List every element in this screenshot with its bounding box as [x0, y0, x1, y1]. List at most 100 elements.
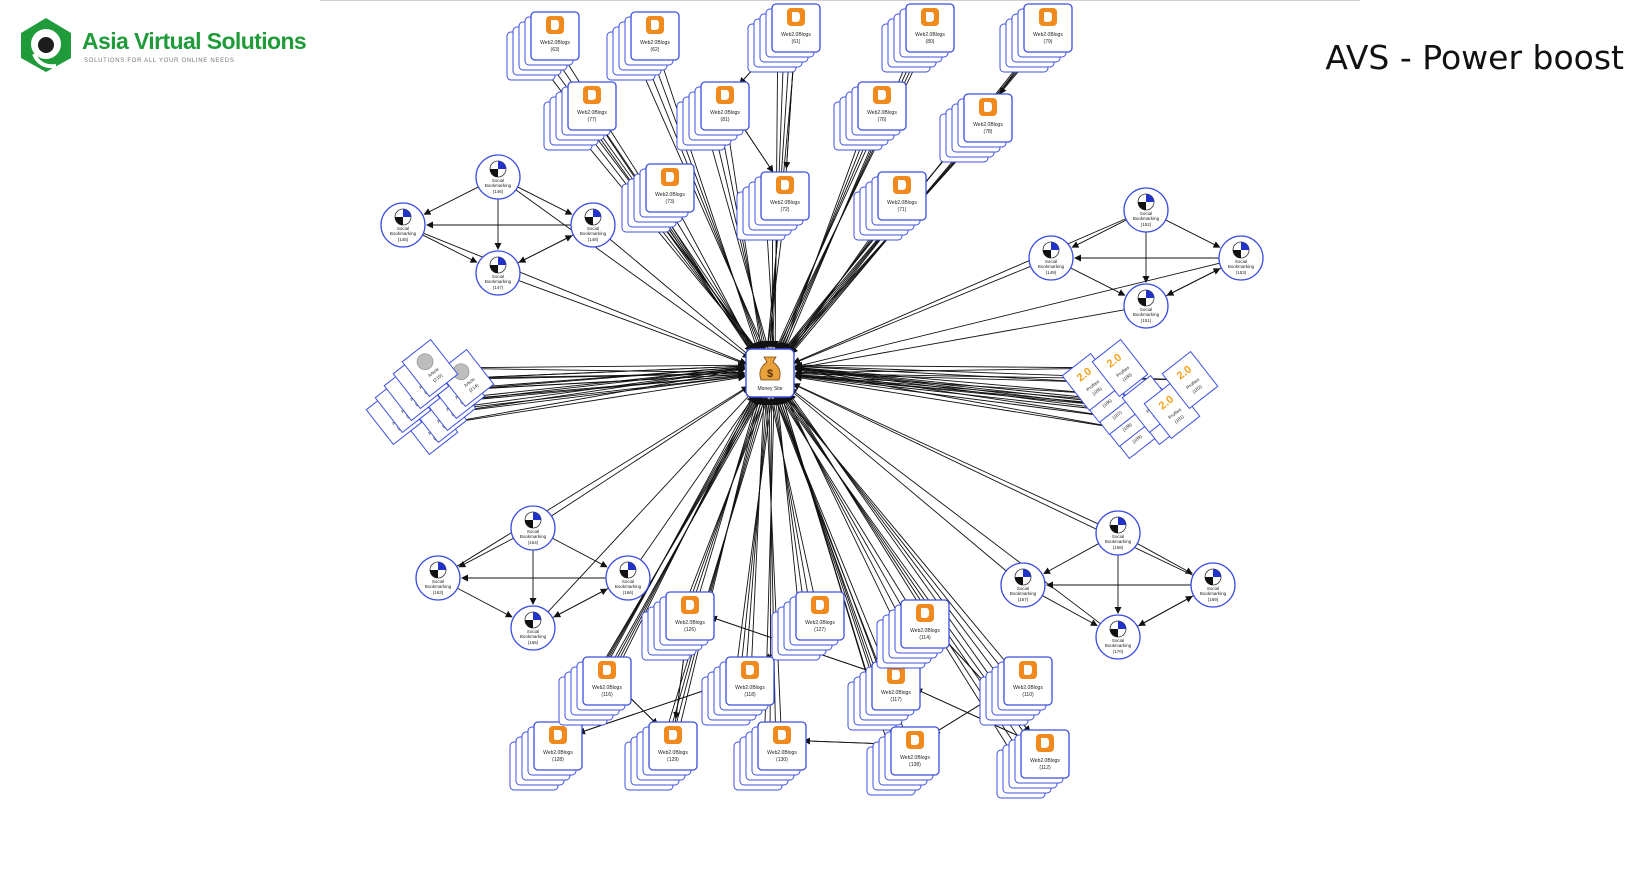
web20-blog-node[interactable]: Web2.0Blogs(126)	[641, 591, 715, 661]
web20-blog-node[interactable]: Web2.0Blogs(117)	[847, 661, 921, 731]
bookmark-label-line2: Bookmarking	[520, 634, 547, 639]
profile-number: (186)	[1101, 398, 1113, 409]
money-site-node[interactable]: $Money Site	[745, 348, 795, 398]
bookmark-label-line2: Bookmarking	[1010, 591, 1037, 596]
blogger-icon	[716, 86, 734, 104]
bookmark-to-money-site-link	[551, 386, 750, 517]
blog-to-money-site-link	[663, 226, 760, 353]
blogger-icon	[1036, 734, 1054, 752]
blog-node-number: (128)	[552, 757, 564, 763]
bookmark-to-money-site-link	[609, 238, 751, 357]
profile-number: (188)	[1121, 422, 1133, 433]
blog-to-money-site-link	[777, 137, 869, 350]
web20-blog-node[interactable]: Web2.0Blogs(62)	[606, 11, 680, 81]
bookmark-cross-link	[1137, 596, 1193, 627]
blog-node-label: Web2.0Blogs	[710, 110, 740, 116]
blogger-icon	[776, 176, 794, 194]
blog-to-money-site-link	[722, 138, 766, 349]
web20-blog-node[interactable]: Web2.0Blogs(81)	[676, 81, 750, 151]
blog-node-number: (127)	[814, 627, 826, 633]
web20-blog-node[interactable]: Web2.0Blogs(128)	[509, 721, 583, 791]
web20-blog-node[interactable]: Web2.0Blogs(118)	[701, 656, 775, 726]
blog-node-number: (79)	[1044, 39, 1053, 45]
blog-to-money-site-link	[586, 144, 759, 354]
web20-blog-node[interactable]: Web2.0Blogs(63)	[506, 11, 580, 81]
blog-node-label: Web2.0Blogs	[1013, 685, 1043, 691]
article-node[interactable]: Article(214)	[437, 348, 495, 408]
web20-blog-node[interactable]: Web2.0Blogs(116)	[558, 656, 632, 726]
bookmark-to-money-site-link	[547, 391, 753, 613]
bookmark-number: (149)	[1046, 270, 1057, 275]
web20-blog-node[interactable]: Web2.0Blogs(129)	[624, 721, 698, 791]
profile-to-money-site-link	[794, 361, 1105, 369]
profile-number: (185)	[1091, 386, 1103, 397]
blogger-icon	[873, 86, 891, 104]
web20-blog-node[interactable]: Web2.0Blogs(61)	[747, 3, 821, 73]
web20-blog-node[interactable]: Web2.0Blogs(77)	[543, 81, 617, 151]
article-number: (214)	[468, 382, 480, 393]
blog-node-label: Web2.0Blogs	[805, 620, 835, 626]
money-site-label: Money Site	[757, 386, 782, 392]
web20-blog-node[interactable]: Web2.0Blogs(114)	[876, 599, 950, 669]
web20-blog-node[interactable]: Web2.0Blogs(72)	[736, 171, 810, 241]
bookmark-pie-icon	[1014, 568, 1032, 586]
article-node[interactable]: Article(215)	[401, 338, 459, 398]
blog-node-number: (62)	[651, 47, 660, 53]
web20-blog-node[interactable]: Web2.0Blogs(71)	[853, 171, 927, 241]
logo-tagline: Solutions For All Your Online Needs	[84, 58, 235, 64]
bookmark-pie-icon	[1232, 241, 1250, 259]
profile-number: (182)	[1191, 384, 1203, 395]
blog-node-label: Web2.0Blogs	[577, 110, 607, 116]
blogger-icon	[811, 596, 829, 614]
bookmark-cross-link	[1071, 219, 1127, 248]
web20-blog-node[interactable]: Web2.0Blogs(79)	[999, 3, 1073, 73]
blog-to-money-site-link	[649, 72, 763, 350]
web20-blog-node[interactable]: Web2.0Blogs(127)	[771, 591, 845, 661]
web20-blog-node[interactable]: Web2.0Blogs(76)	[833, 81, 907, 151]
bookmark-number: (166)	[623, 590, 634, 595]
bookmark-label-line1: Social	[1017, 586, 1029, 591]
web20-blog-node[interactable]: Web2.0Blogs(80)	[881, 3, 955, 73]
bookmark-label-line2: Bookmarking	[425, 584, 452, 589]
web20-blog-node[interactable]: Web2.0Blogs(138)	[866, 726, 940, 796]
blog-node-label: Web2.0Blogs	[781, 32, 811, 38]
blog-to-money-site-link	[783, 395, 905, 625]
bookmark-label-line1: Social	[1235, 259, 1247, 264]
web20-blog-node[interactable]: Web2.0Blogs(112)	[996, 729, 1070, 799]
web20-blog-node[interactable]: Web2.0Blogs(110)	[979, 656, 1053, 726]
profile-to-money-site-link	[794, 373, 1145, 415]
blog-to-money-site-link	[790, 155, 958, 355]
profile-to-money-site-link	[794, 372, 1135, 404]
blog-to-money-site-link	[678, 396, 767, 621]
bookmark-cross-link	[1165, 268, 1221, 297]
blog-node-number: (126)	[684, 627, 696, 633]
web20-blog-node[interactable]: Web2.0Blogs(78)	[939, 93, 1013, 163]
bookmark-pie-icon	[584, 208, 602, 226]
bookmark-label-line1: Social	[397, 226, 409, 231]
web20-blog-node[interactable]: Web2.0Blogs(73)	[621, 163, 695, 233]
web20-blog-node[interactable]: Web2.0Blogs(130)	[733, 721, 807, 791]
blog-node-label: Web2.0Blogs	[887, 200, 917, 206]
bookmark-pie-icon	[619, 561, 637, 579]
blog-cross-link	[915, 688, 1029, 741]
